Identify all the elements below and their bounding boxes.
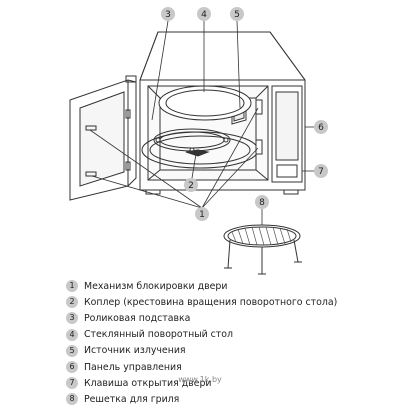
- legend-item-2: 2 Коплер (крестовина вращения поворотног…: [66, 294, 386, 310]
- door-interlock-slots: [255, 99, 263, 155]
- callout-5: 5: [230, 7, 244, 21]
- legend: 1 Механизм блокировки двери 2 Коплер (кр…: [66, 278, 386, 408]
- legend-item-7: 7 Клавиша открытия двери: [66, 375, 386, 391]
- callout-2: 2: [184, 178, 198, 192]
- svg-text:7: 7: [318, 167, 324, 177]
- callout-3: 3: [161, 7, 175, 21]
- legend-number-badge: 4: [66, 328, 78, 341]
- legend-number-badge: 7: [66, 377, 78, 390]
- callout-6: 6: [314, 120, 328, 134]
- legend-text: Клавиша открытия двери: [84, 377, 212, 389]
- callout-4: 4: [197, 7, 211, 21]
- svg-text:8: 8: [259, 198, 265, 208]
- callout-7: 7: [314, 164, 328, 178]
- glass-turntable: [158, 85, 252, 121]
- legend-number-badge: 5: [66, 344, 78, 357]
- legend-number-badge: 3: [66, 312, 78, 325]
- legend-number-badge: 2: [66, 296, 78, 309]
- legend-text: Роликовая подставка: [84, 312, 191, 324]
- legend-number-badge: 8: [66, 393, 78, 406]
- legend-text: Источник излучения: [84, 345, 186, 357]
- legend-text: Панель управления: [84, 361, 182, 373]
- legend-text: Коплер (крестовина вращения поворотного …: [84, 296, 338, 308]
- legend-item-5: 5 Источник излучения: [66, 343, 386, 359]
- control-panel: [271, 85, 303, 183]
- grill-rack: [223, 224, 302, 275]
- legend-item-1: 1 Механизм блокировки двери: [66, 278, 386, 294]
- svg-text:3: 3: [165, 10, 171, 20]
- legend-item-3: 3 Роликовая подставка: [66, 310, 386, 326]
- microwave-feet: [145, 189, 299, 195]
- svg-text:1: 1: [199, 210, 205, 220]
- watermark: www.1k.by: [178, 375, 222, 384]
- legend-number-badge: 1: [66, 280, 78, 293]
- legend-item-4: 4 Стеклянный поворотный стол: [66, 327, 386, 343]
- leader-lines: [89, 20, 314, 225]
- legend-text: Решетка для гриля: [84, 393, 180, 405]
- legend-item-8: 8 Решетка для гриля: [66, 391, 386, 407]
- coupler: [185, 149, 210, 157]
- legend-number-badge: 6: [66, 361, 78, 374]
- svg-text:6: 6: [318, 123, 324, 133]
- callout-8: 8: [255, 195, 269, 209]
- svg-text:2: 2: [188, 181, 194, 191]
- legend-item-6: 6 Панель управления: [66, 359, 386, 375]
- open-door: [69, 75, 137, 201]
- callout-1: 1: [195, 207, 209, 221]
- svg-text:4: 4: [201, 10, 207, 20]
- legend-text: Механизм блокировки двери: [84, 280, 228, 292]
- svg-text:5: 5: [234, 10, 240, 20]
- legend-text: Стеклянный поворотный стол: [84, 329, 234, 341]
